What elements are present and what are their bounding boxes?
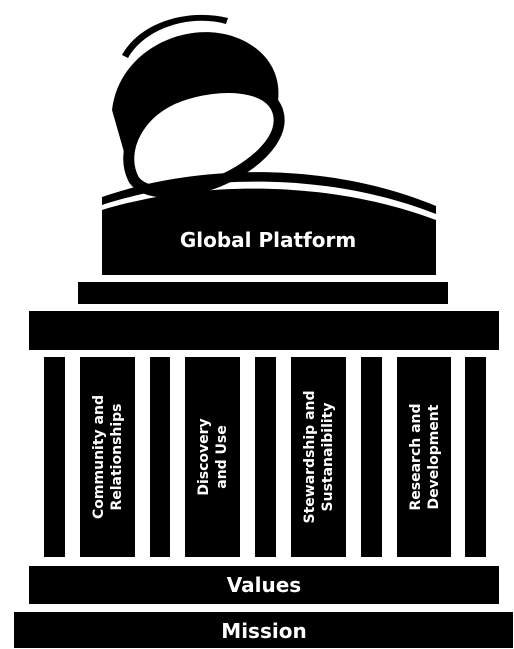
pillar-label-line2: and Use	[214, 425, 230, 489]
pillar-label-line2: Relationships	[109, 403, 125, 510]
platform-block	[102, 188, 436, 275]
column	[465, 357, 486, 557]
entablature	[29, 311, 499, 350]
columns	[44, 357, 486, 557]
platform-step	[78, 282, 448, 304]
pillar-research: Research and Development	[397, 357, 451, 557]
column	[361, 357, 382, 557]
values-base	[29, 566, 499, 604]
pillar-label-line2: Sustanaibility	[320, 403, 336, 512]
column	[150, 357, 170, 557]
pillar-stewardship: Stewardship and Sustanaibility	[291, 357, 346, 557]
mission-base	[14, 612, 513, 648]
pillar-label-line1: Discovery	[196, 418, 212, 495]
pillar-community: Community and Relationships	[80, 357, 135, 557]
values-label: Values	[227, 573, 301, 597]
column	[44, 357, 65, 557]
mission-label: Mission	[221, 619, 306, 643]
pillar-label-line1: Stewardship and	[302, 390, 318, 523]
column	[255, 357, 276, 557]
pillar-label-line1: Community and	[91, 395, 107, 519]
pillar-label-line2: Development	[426, 404, 442, 509]
platform-cap	[102, 172, 436, 214]
platform-label: Global Platform	[180, 228, 356, 252]
pillar-discovery: Discovery and Use	[185, 357, 240, 557]
open-dome-lid-icon	[112, 14, 285, 198]
pillar-label-line1: Research and	[408, 403, 424, 510]
